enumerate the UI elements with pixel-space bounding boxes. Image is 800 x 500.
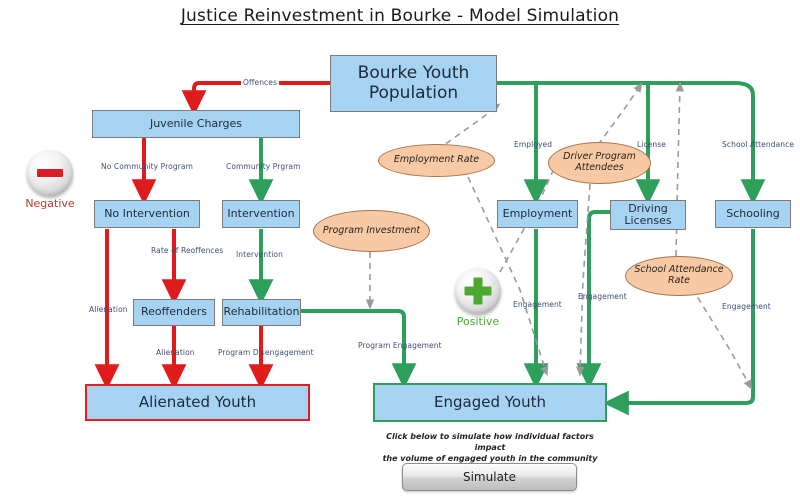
edge-label-license: License [637,140,666,149]
node-label: Intervention [227,206,295,220]
caption-line-2: the volume of engaged youth in the commu… [382,453,598,463]
edge-label-community-program: Community Prgram [226,162,301,171]
node-no-intervention[interactable]: No Intervention [94,200,200,228]
variable-school-attendance-rate[interactable]: School Attendance Rate [625,256,733,296]
node-label: Employment [502,206,573,220]
node-reoffenders[interactable]: Reoffenders [133,299,215,326]
node-intervention[interactable]: Intervention [222,200,300,228]
page-title: Justice Reinvestment in Bourke - Model S… [180,6,620,26]
edge-label-no-community-program: No Community Program [101,162,194,171]
variable-label: School Attendance Rate [634,264,724,286]
node-rehabilitation[interactable]: Rehabilitation [222,299,301,326]
node-label: Schooling [726,206,780,220]
node-label: Juvenile Charges [149,116,243,130]
node-juvenile-charges[interactable]: Juvenile Charges [92,110,300,138]
variable-program-investment[interactable]: Program Investment [313,210,430,252]
plus-circle-icon [455,268,501,314]
edge-label-school-attendance: School Attendance [722,140,795,149]
edge-label-engagement-driving: Engagement [578,292,627,301]
variable-label: Driver Program Attendees [563,151,636,173]
minus-circle-icon [27,150,73,196]
edge-label-alienation-left: Alienation [89,305,128,314]
legend-positive: Positive [442,268,514,328]
edge-label-engagement-schooling: Engagement [722,302,771,311]
caption-line-1: Click below to simulate how individual f… [386,432,594,452]
node-engaged-youth[interactable]: Engaged Youth [373,383,607,422]
node-label: Rehabilitation [223,305,300,319]
edge-label-alienation-reoffenders: Alienation [156,348,195,357]
edge-label-offences: Offences [241,78,279,87]
node-bourke-youth-population[interactable]: Bourke Youth Population [330,55,497,112]
variable-label: Employment Rate [393,154,480,166]
node-label: Engaged Youth [434,393,546,412]
node-label: Reoffenders [141,305,207,319]
edge-label-rate-of-reoffences: Rate of Reoffences [151,246,224,255]
legend-negative-label: Negative [25,197,75,210]
edge-label-intervention: Intervention [236,250,283,259]
node-employment[interactable]: Employment [497,200,578,228]
node-label: Alienated Youth [138,393,257,412]
variable-employment-rate[interactable]: Employment Rate [378,144,495,177]
simulate-button[interactable]: Simulate [402,463,577,491]
node-alienated-youth[interactable]: Alienated Youth [85,384,310,421]
simulate-caption: Click below to simulate how individual f… [370,432,610,464]
simulate-button-label: Simulate [462,470,517,484]
legend-positive-label: Positive [456,315,500,328]
node-schooling[interactable]: Schooling [715,200,791,228]
variable-label: Program Investment [322,224,421,236]
node-label: Driving Licenses [624,201,672,227]
edge-label-employed: Employed [514,140,553,149]
legend-negative: Negative [14,150,86,210]
node-driving-licenses[interactable]: Driving Licenses [610,200,686,230]
node-label: Bourke Youth Population [357,63,470,103]
variable-driver-program-attendees[interactable]: Driver Program Attendees [548,142,651,184]
edge-label-program-engagement: Program Engagement [358,341,442,350]
node-label: No Intervention [104,206,190,220]
edge-label-program-disengagement: Program Disengagement [218,348,314,357]
edge-label-engagement-employment: Engagement [513,300,562,309]
